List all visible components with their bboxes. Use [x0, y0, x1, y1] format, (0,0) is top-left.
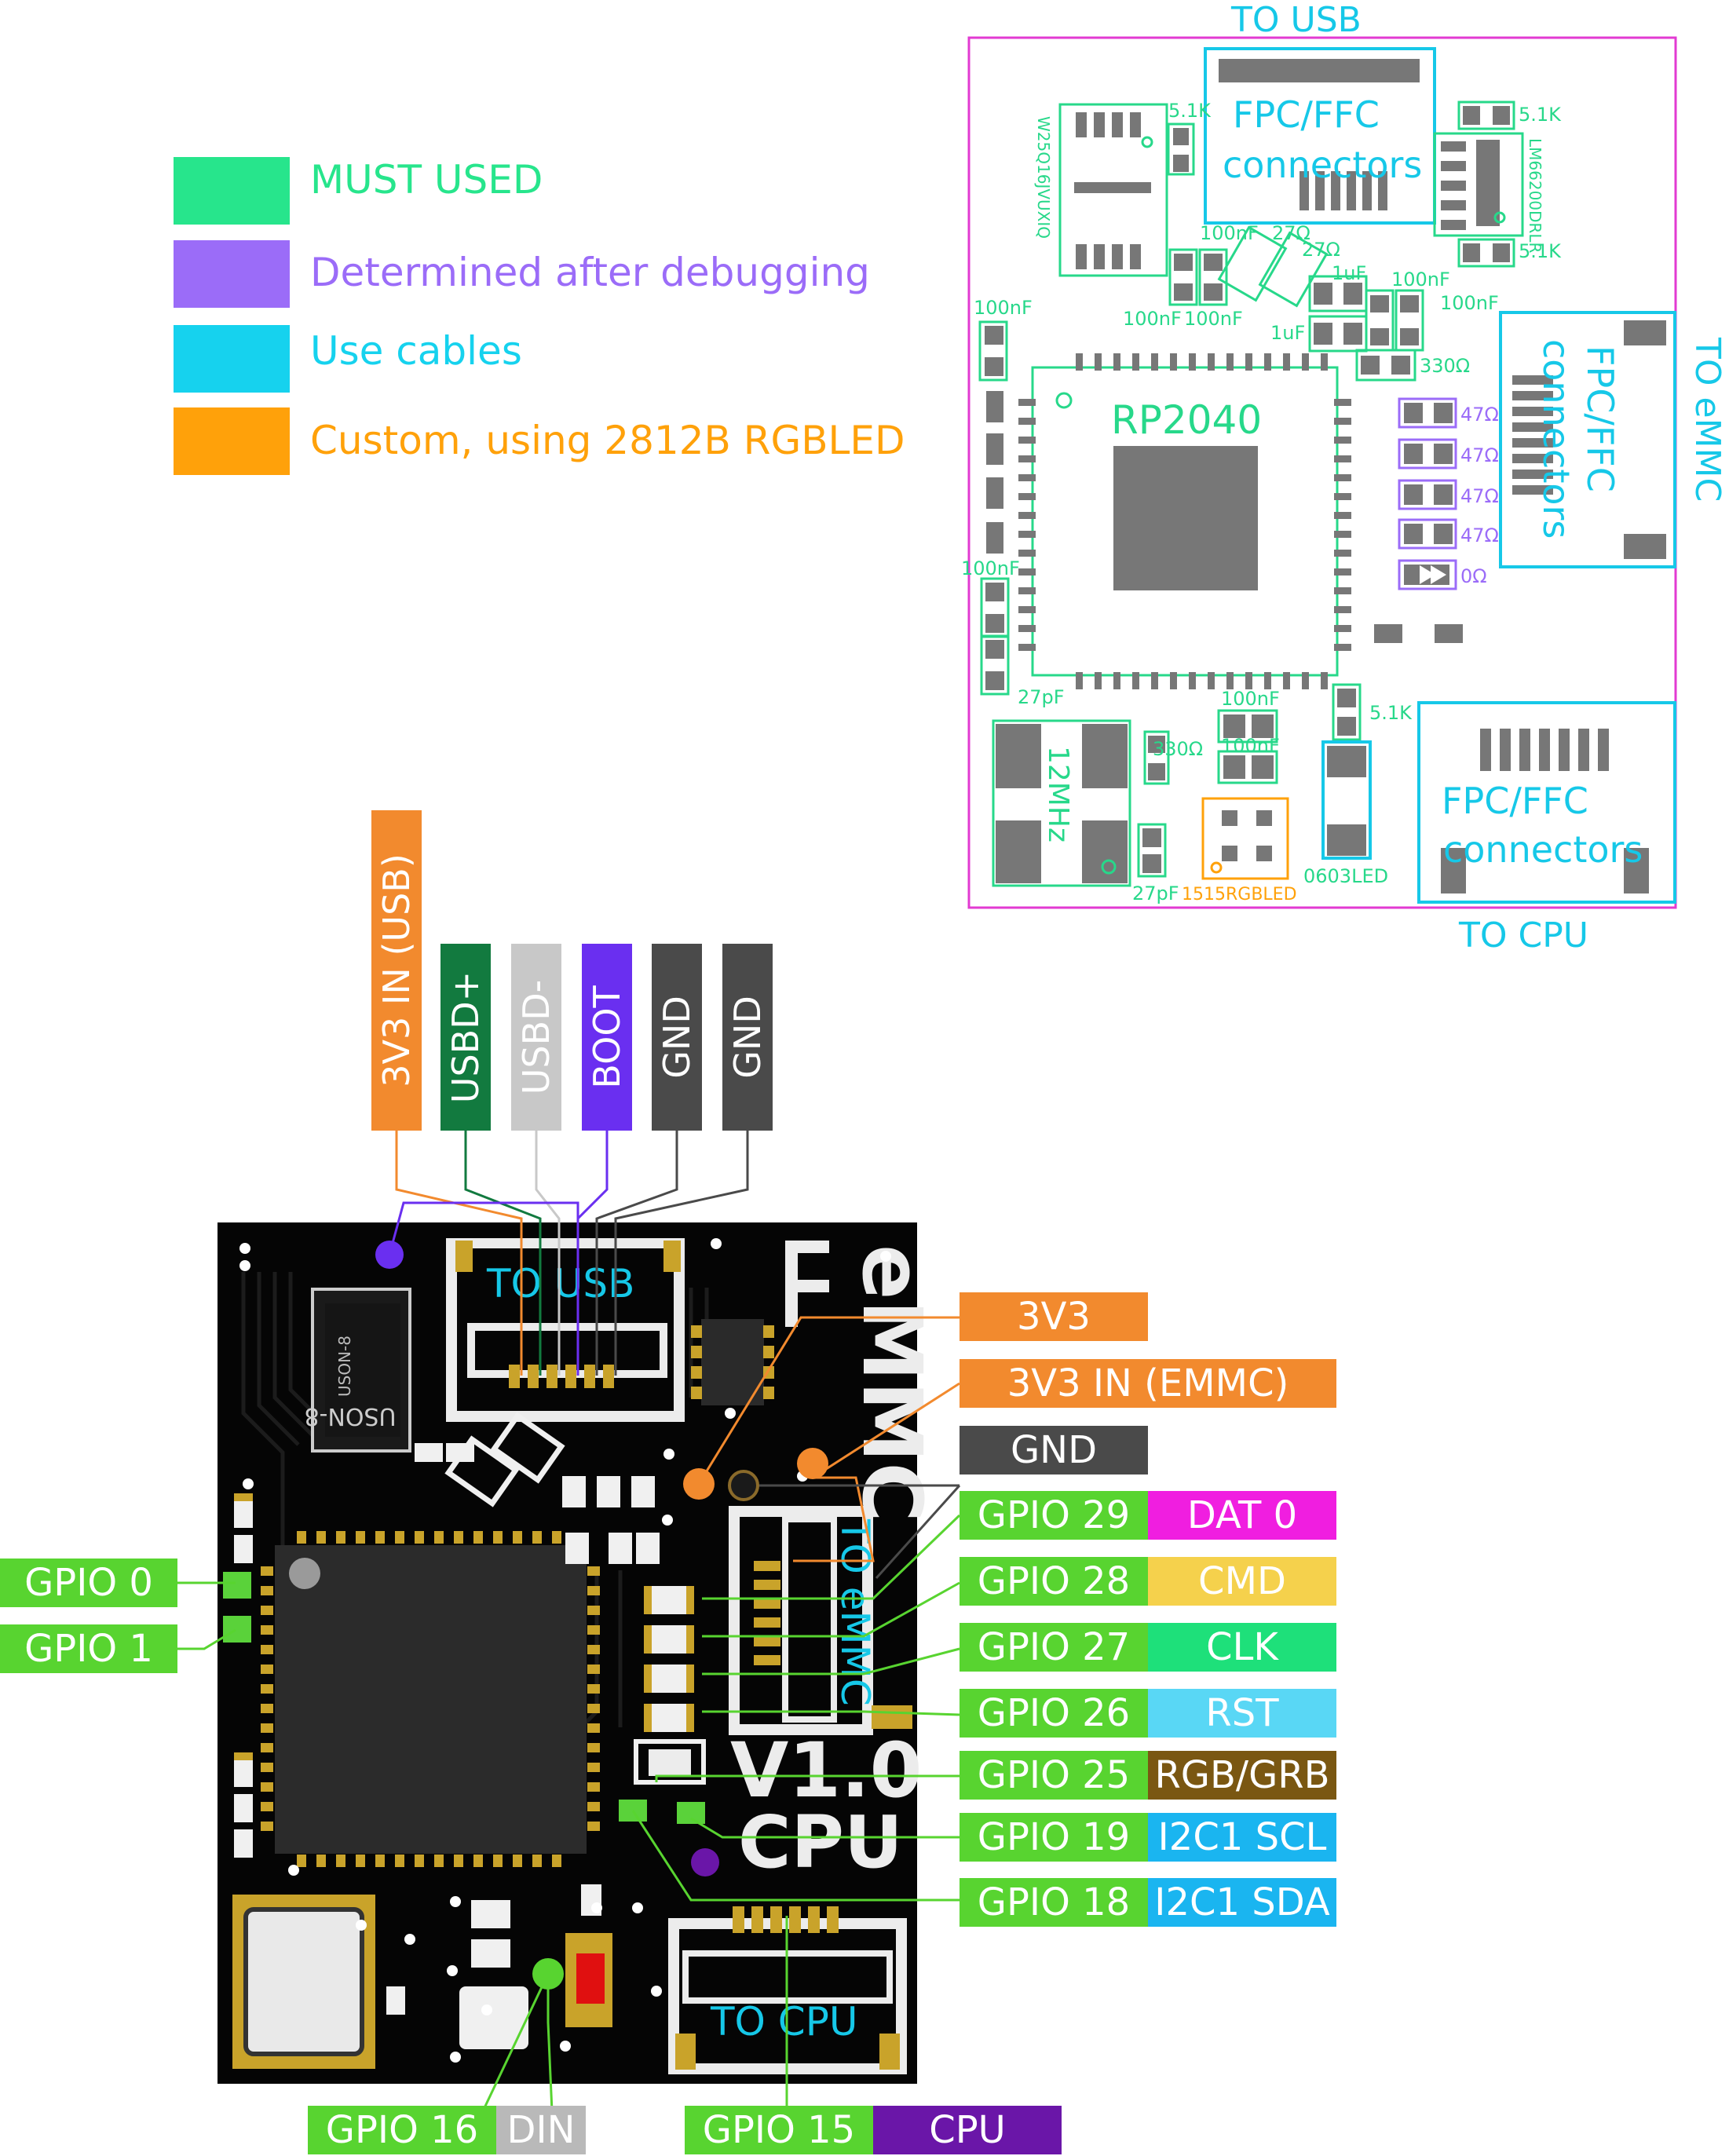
r330-1-label: 330Ω — [1420, 355, 1470, 377]
c100n-8-label: 100nF — [1221, 688, 1280, 710]
rp2040-pins — [1018, 353, 1351, 689]
r51k-4-label: 5.1K — [1369, 702, 1413, 724]
fpc2-label-b: connectors — [1535, 339, 1577, 539]
top-pin-gnd-1: GND — [652, 944, 702, 1131]
board-rp2040 — [275, 1545, 587, 1854]
r47-4-label: 47Ω — [1460, 524, 1499, 546]
crystal-label: 12MHz — [1042, 746, 1074, 842]
c1u-1-label: 1uF — [1332, 262, 1366, 284]
gpio-28-label: GPIO 28 — [960, 1557, 1148, 1606]
gpio-15-label: GPIO 15 — [685, 2106, 873, 2154]
c100n-9-label: 100nF — [1221, 735, 1280, 757]
func-dat0-label: DAT 0 — [1148, 1491, 1336, 1540]
board-to-usb: TO USB — [486, 1261, 634, 1306]
fpc1-label-b: connectors — [1223, 144, 1422, 186]
func-rst-label: RST — [1148, 1689, 1336, 1738]
silk-cpu: CPU — [738, 1800, 903, 1884]
c100n-7-label: 100nF — [961, 557, 1020, 579]
r51k-2-label: 5.1K — [1519, 104, 1562, 126]
top-pin-boot: BOOT — [582, 944, 632, 1131]
pin-3v3: 3V3 — [960, 1292, 1148, 1341]
func-rgb-label: RGB/GRB — [1148, 1751, 1336, 1800]
rgbled-label: 1515RGBLED — [1182, 885, 1297, 904]
func-din-label: DIN — [496, 2106, 586, 2154]
r47-1-label: 47Ω — [1460, 404, 1499, 426]
c100n-3-label: 100nF — [1184, 308, 1243, 330]
c27p-2-label: 27pF — [1132, 882, 1179, 904]
top-pin-gnd-2: GND — [722, 944, 773, 1131]
silk-version: V1.0 — [730, 1727, 922, 1814]
r0-label: 0Ω — [1460, 565, 1487, 587]
func-cpu-label: CPU — [873, 2106, 1062, 2154]
board-vias — [239, 1238, 891, 2063]
func-sda-label: I2C1 SDA — [1148, 1878, 1336, 1927]
legend-swatch-debugging — [174, 240, 290, 308]
legend-label-custom: Custom, using 2812B RGBLED — [310, 418, 905, 463]
func-clk-label: CLK — [1148, 1623, 1336, 1672]
schematic-to-usb: TO USB — [1230, 0, 1362, 40]
r27-2-label: 27Ω — [1302, 239, 1340, 261]
func-scl-label: I2C1 SCL — [1148, 1813, 1336, 1862]
gpio-18-label: GPIO 18 — [960, 1878, 1148, 1927]
led-label: 0603LED — [1303, 865, 1388, 887]
gpio-27-label: GPIO 27 — [960, 1623, 1148, 1672]
gpio-29-label: GPIO 29 — [960, 1491, 1148, 1540]
c100n-1-label: 100nF — [1200, 222, 1259, 244]
gpio-0-label: GPIO 0 — [0, 1559, 177, 1607]
fpc1-label: FPC/FFC — [1233, 93, 1380, 136]
gpio-16-label: GPIO 16 — [308, 2106, 496, 2154]
r51k-1-label: 5.1K — [1168, 100, 1212, 122]
board-to-cpu: TO CPU — [710, 1999, 857, 2045]
legend-swatch-must-used — [174, 157, 290, 225]
fpc3-label-b: connectors — [1443, 828, 1643, 871]
r51k-3-label: 5.1K — [1519, 240, 1562, 262]
flash-label: W25Q16JVUXIQ — [1034, 116, 1053, 239]
c1u-2-label: 1uF — [1270, 322, 1305, 344]
fpc3-label: FPC/FFC — [1442, 780, 1588, 822]
legend-swatch-cables — [174, 325, 290, 393]
top-pin-usbd-plus: USBD+ — [440, 944, 491, 1131]
c100n-6-label: 100nF — [974, 297, 1033, 319]
ldo-label: LM66200DRLR — [1526, 138, 1544, 253]
schematic-to-cpu: TO CPU — [1458, 915, 1588, 956]
top-pin-3v3-usb: 3V3 IN (USB) — [371, 810, 422, 1131]
gpio-1-label: GPIO 1 — [0, 1624, 177, 1673]
uson-label: USON-8 — [335, 1336, 354, 1397]
pin-gnd: GND — [960, 1426, 1148, 1474]
legend-label-cables: Use cables — [310, 328, 522, 374]
c27p-1-label: 27pF — [1018, 686, 1065, 708]
c100n-4-label: 100nF — [1391, 269, 1450, 291]
c100n-2-label: 100nF — [1123, 308, 1182, 330]
schematic-to-emmc: TO eMMC — [1687, 337, 1727, 502]
gpio-25-label: GPIO 25 — [960, 1751, 1148, 1800]
gpio-26-label: GPIO 26 — [960, 1689, 1148, 1738]
r47-3-label: 47Ω — [1460, 485, 1499, 507]
top-pin-usbd-minus: USBD- — [511, 944, 561, 1131]
pin-3v3-in-emmc: 3V3 IN (EMMC) — [960, 1359, 1336, 1408]
func-cmd-label: CMD — [1148, 1557, 1336, 1606]
legend-swatch-custom — [174, 407, 290, 475]
uson-mark: USON-8 — [305, 1402, 397, 1430]
gpio-19-label: GPIO 19 — [960, 1813, 1148, 1862]
legend-label-debugging: Determined after debugging — [310, 250, 870, 295]
r27-1-label: 27Ω — [1272, 222, 1310, 244]
silk-emmc: eMMC — [844, 1244, 940, 1522]
rp2040-label: RP2040 — [1111, 397, 1262, 443]
r330-2-label: 330Ω — [1153, 738, 1203, 760]
legend-label-must-used: MUST USED — [310, 157, 543, 203]
board-rp2040-pins — [261, 1531, 600, 1867]
r47-2-label: 47Ω — [1460, 444, 1499, 466]
fpc2-label: FPC/FFC — [1579, 345, 1621, 492]
c100n-5-label: 100nF — [1440, 292, 1499, 314]
